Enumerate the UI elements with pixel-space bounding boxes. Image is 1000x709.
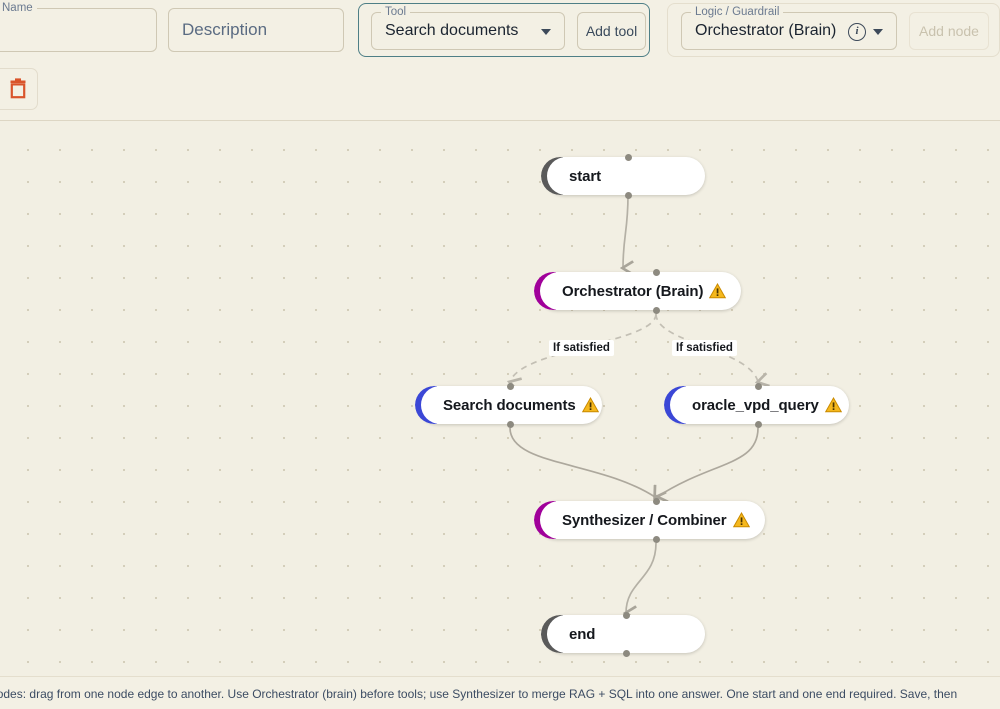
node-label: start (569, 167, 602, 185)
chevron-down-icon[interactable] (873, 29, 883, 35)
logic-select-value: Orchestrator (Brain) (695, 22, 837, 39)
chevron-down-icon[interactable] (541, 29, 551, 35)
info-icon[interactable]: i (848, 23, 866, 41)
node-handle-target[interactable] (754, 382, 762, 390)
edge-label-if-satisfied-left: If satisfied (549, 340, 614, 356)
node-accent (541, 615, 563, 653)
add-node-button: Add node (909, 12, 989, 50)
editor-toolbar: Name aa Description Tool Search document… (0, 0, 1000, 120)
hint-bar: Connect nodes: drag from one node edge t… (0, 676, 1000, 709)
node-label: Search documents (443, 396, 576, 414)
node-label: Orchestrator (Brain) (562, 282, 704, 300)
node-handle-source[interactable] (624, 191, 632, 199)
name-field[interactable]: Name aa (0, 2, 157, 52)
logic-select[interactable]: Logic / Guardrail Orchestrator (Brain) i (681, 6, 897, 50)
node-end[interactable]: end (541, 615, 705, 653)
tool-group: Tool Search documents Add tool (358, 3, 650, 57)
node-handle-target[interactable] (506, 382, 514, 390)
node-handle-target[interactable] (652, 268, 660, 276)
warning-triangle-icon (732, 511, 750, 528)
trash-icon (10, 78, 26, 99)
node-label: end (569, 625, 596, 643)
warning-triangle-icon (709, 282, 727, 299)
node-accent (534, 501, 556, 539)
edge-label-if-satisfied-right: If satisfied (672, 340, 737, 356)
node-start[interactable]: start (541, 157, 705, 195)
node-handle-source[interactable] (754, 420, 762, 428)
node-handle-source[interactable] (506, 420, 514, 428)
description-field[interactable]: Description (168, 8, 344, 52)
name-field-legend: Name (0, 2, 37, 14)
warning-triangle-icon (824, 396, 842, 413)
node-handle-source[interactable] (622, 649, 630, 657)
flow-canvas[interactable]: start Orchestrator (Brain) Search docume… (0, 120, 1000, 676)
node-synthesizer-combiner[interactable]: Synthesizer / Combiner (534, 501, 765, 539)
hint-text: Connect nodes: drag from one node edge t… (0, 686, 958, 701)
node-label: oracle_vpd_query (692, 396, 819, 414)
add-tool-button[interactable]: Add tool (577, 12, 646, 50)
description-field-placeholder: Description (182, 20, 268, 39)
logic-guardrail-group: Logic / Guardrail Orchestrator (Brain) i… (667, 3, 1000, 57)
delete-button[interactable] (0, 68, 38, 110)
node-label: Synthesizer / Combiner (562, 511, 727, 529)
node-accent (541, 157, 563, 195)
node-search-documents[interactable]: Search documents (415, 386, 602, 424)
node-handle-source[interactable] (652, 306, 660, 314)
node-oracle-vpd-query[interactable]: oracle_vpd_query (664, 386, 849, 424)
node-accent (664, 386, 686, 424)
node-accent (534, 272, 556, 310)
tool-select-legend: Tool (381, 6, 411, 18)
tool-select-value: Search documents (385, 22, 519, 39)
node-handle-target[interactable] (652, 497, 660, 505)
node-handle-target[interactable] (624, 153, 632, 161)
tool-select[interactable]: Tool Search documents (371, 6, 565, 50)
warning-triangle-icon (581, 396, 599, 413)
node-handle-source[interactable] (652, 535, 660, 543)
node-handle-target[interactable] (622, 611, 630, 619)
logic-select-legend: Logic / Guardrail (691, 6, 784, 18)
node-orchestrator[interactable]: Orchestrator (Brain) (534, 272, 741, 310)
node-accent (415, 386, 437, 424)
